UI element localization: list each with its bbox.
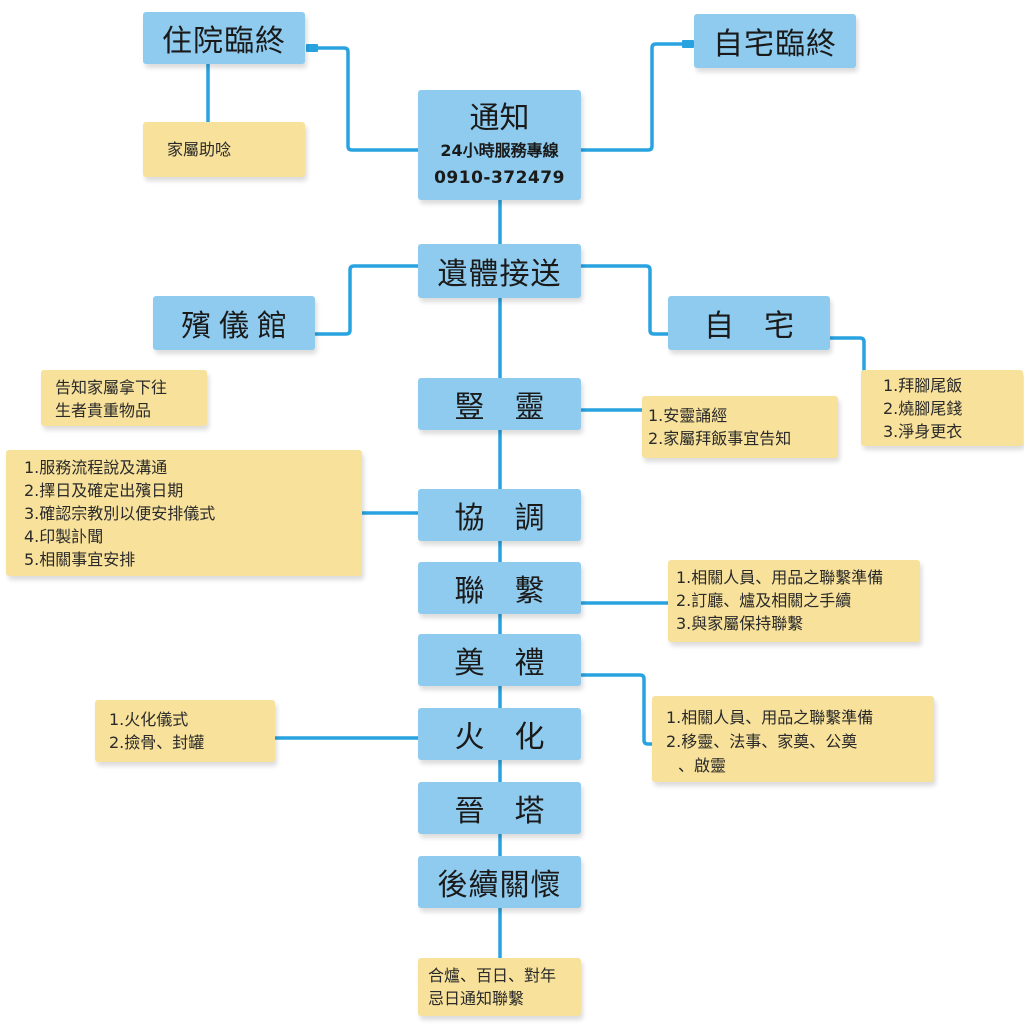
link-notify-to-hospital <box>310 46 422 152</box>
home-death-box: 自宅臨終 <box>694 14 856 68</box>
hospital-note-line-1: 家屬助唸 <box>167 140 232 159</box>
cremation-note-line-2: 2.撿骨、封罐 <box>109 733 205 752</box>
coordinate-note-line-5: 5.相關事宜安排 <box>24 550 136 569</box>
ceremony-label: 奠禮 <box>454 646 575 681</box>
contact-note: 1.相關人員、用品之聯繫準備 2.訂廳、爐及相關之手續 3.與家屬保持聯繫 <box>668 560 920 642</box>
hospital-death-box: 住院臨終 <box>143 12 305 64</box>
aftercare-note-line-1: 合爐、百日、對年 <box>428 966 557 985</box>
contact-label: 聯繫 <box>454 574 575 609</box>
cremation-label: 火化 <box>454 720 575 755</box>
notify-box: 通知 24小時服務專線 0910-372479 <box>418 90 581 200</box>
transport-box: 遺體接送 <box>418 244 581 298</box>
link-transport-to-funeral-home <box>312 264 422 336</box>
ceremony-box: 奠禮 <box>418 634 581 686</box>
tower-box: 晉塔 <box>418 782 581 834</box>
link-transport-to-home <box>578 264 672 336</box>
connector-end-hospital <box>306 44 318 52</box>
connector-group <box>206 42 866 960</box>
coordinate-note-line-2: 2.擇日及確定出殯日期 <box>24 481 184 500</box>
coordinate-label: 協調 <box>454 501 575 536</box>
contact-note-line-2: 2.訂廳、爐及相關之手續 <box>676 591 852 610</box>
transport-label: 遺體接送 <box>437 257 562 292</box>
coordinate-note-line-3: 3.確認宗教別以便安排儀式 <box>24 504 216 523</box>
link-home-to-note <box>828 336 866 374</box>
contact-note-line-1: 1.相關人員、用品之聯繫準備 <box>676 568 884 587</box>
tower-label: 晉塔 <box>454 794 575 829</box>
home-note: 1.拜腳尾飯 2.燒腳尾錢 3.淨身更衣 <box>861 370 1023 446</box>
ceremony-note: 1.相關人員、用品之聯繫準備 2.移靈、法事、家奠、公奠 、啟靈 <box>652 696 934 782</box>
home-note-line-3: 3.淨身更衣 <box>883 422 963 441</box>
link-notify-to-home-death <box>578 42 694 152</box>
aftercare-label: 後續關懷 <box>437 868 562 903</box>
link-ceremony-to-note <box>580 673 656 746</box>
home-note-line-1: 1.拜腳尾飯 <box>883 376 963 395</box>
coordinate-note-line-4: 4.印製訃聞 <box>24 527 104 546</box>
home-death-label: 自宅臨終 <box>713 27 837 62</box>
aftercare-note-line-2: 忌日通知聯繫 <box>428 989 525 1008</box>
funeral-home-note: 告知家屬拿下往 生者貴重物品 <box>41 370 207 426</box>
cremation-box: 火化 <box>418 708 581 760</box>
altar-note-line-2: 2.家屬拜飯事宜告知 <box>648 429 792 448</box>
aftercare-box: 後續關懷 <box>418 856 581 908</box>
contact-note-line-3: 3.與家屬保持聯繫 <box>676 614 804 633</box>
ceremony-note-line-2: 2.移靈、法事、家奠、公奠 <box>666 732 858 751</box>
hospital-death-label: 住院臨終 <box>162 24 286 59</box>
home-label: 自宅 <box>704 309 824 344</box>
hospital-note: 家屬助唸 <box>143 122 305 177</box>
funeral-home-box: 殯儀館 <box>153 296 315 350</box>
cremation-note-line-1: 1.火化儀式 <box>109 710 189 729</box>
hotline-label: 24小時服務專線 <box>440 141 559 161</box>
coordinate-note-line-1: 1.服務流程說及溝通 <box>24 458 168 477</box>
aftercare-note: 合爐、百日、對年 忌日通知聯繫 <box>418 958 581 1016</box>
notify-title: 通知 <box>469 100 530 136</box>
ceremony-note-line-1: 1.相關人員、用品之聯繫準備 <box>666 708 874 727</box>
connector-end-home-death <box>682 40 694 48</box>
phone-number: 0910-372479 <box>434 167 565 188</box>
altar-note-line-1: 1.安靈誦經 <box>648 406 728 425</box>
ceremony-note-line-3: 、啟靈 <box>678 756 727 775</box>
coordinate-note: 1.服務流程說及溝通 2.擇日及確定出殯日期 3.確認宗教別以便安排儀式 4.印… <box>6 450 362 576</box>
contact-box: 聯繫 <box>418 562 581 614</box>
altar-box: 豎靈 <box>418 378 581 430</box>
funeral-home-label: 殯儀館 <box>181 309 295 344</box>
cremation-note: 1.火化儀式 2.撿骨、封罐 <box>95 700 275 762</box>
altar-label: 豎靈 <box>454 390 575 425</box>
home-note-line-2: 2.燒腳尾錢 <box>883 399 963 418</box>
funeral-home-note-line-2: 生者貴重物品 <box>55 401 152 420</box>
coordinate-box: 協調 <box>418 489 581 541</box>
altar-note: 1.安靈誦經 2.家屬拜飯事宜告知 <box>642 396 838 458</box>
home-box: 自宅 <box>668 296 830 350</box>
funeral-home-note-line-1: 告知家屬拿下往 <box>55 378 168 397</box>
